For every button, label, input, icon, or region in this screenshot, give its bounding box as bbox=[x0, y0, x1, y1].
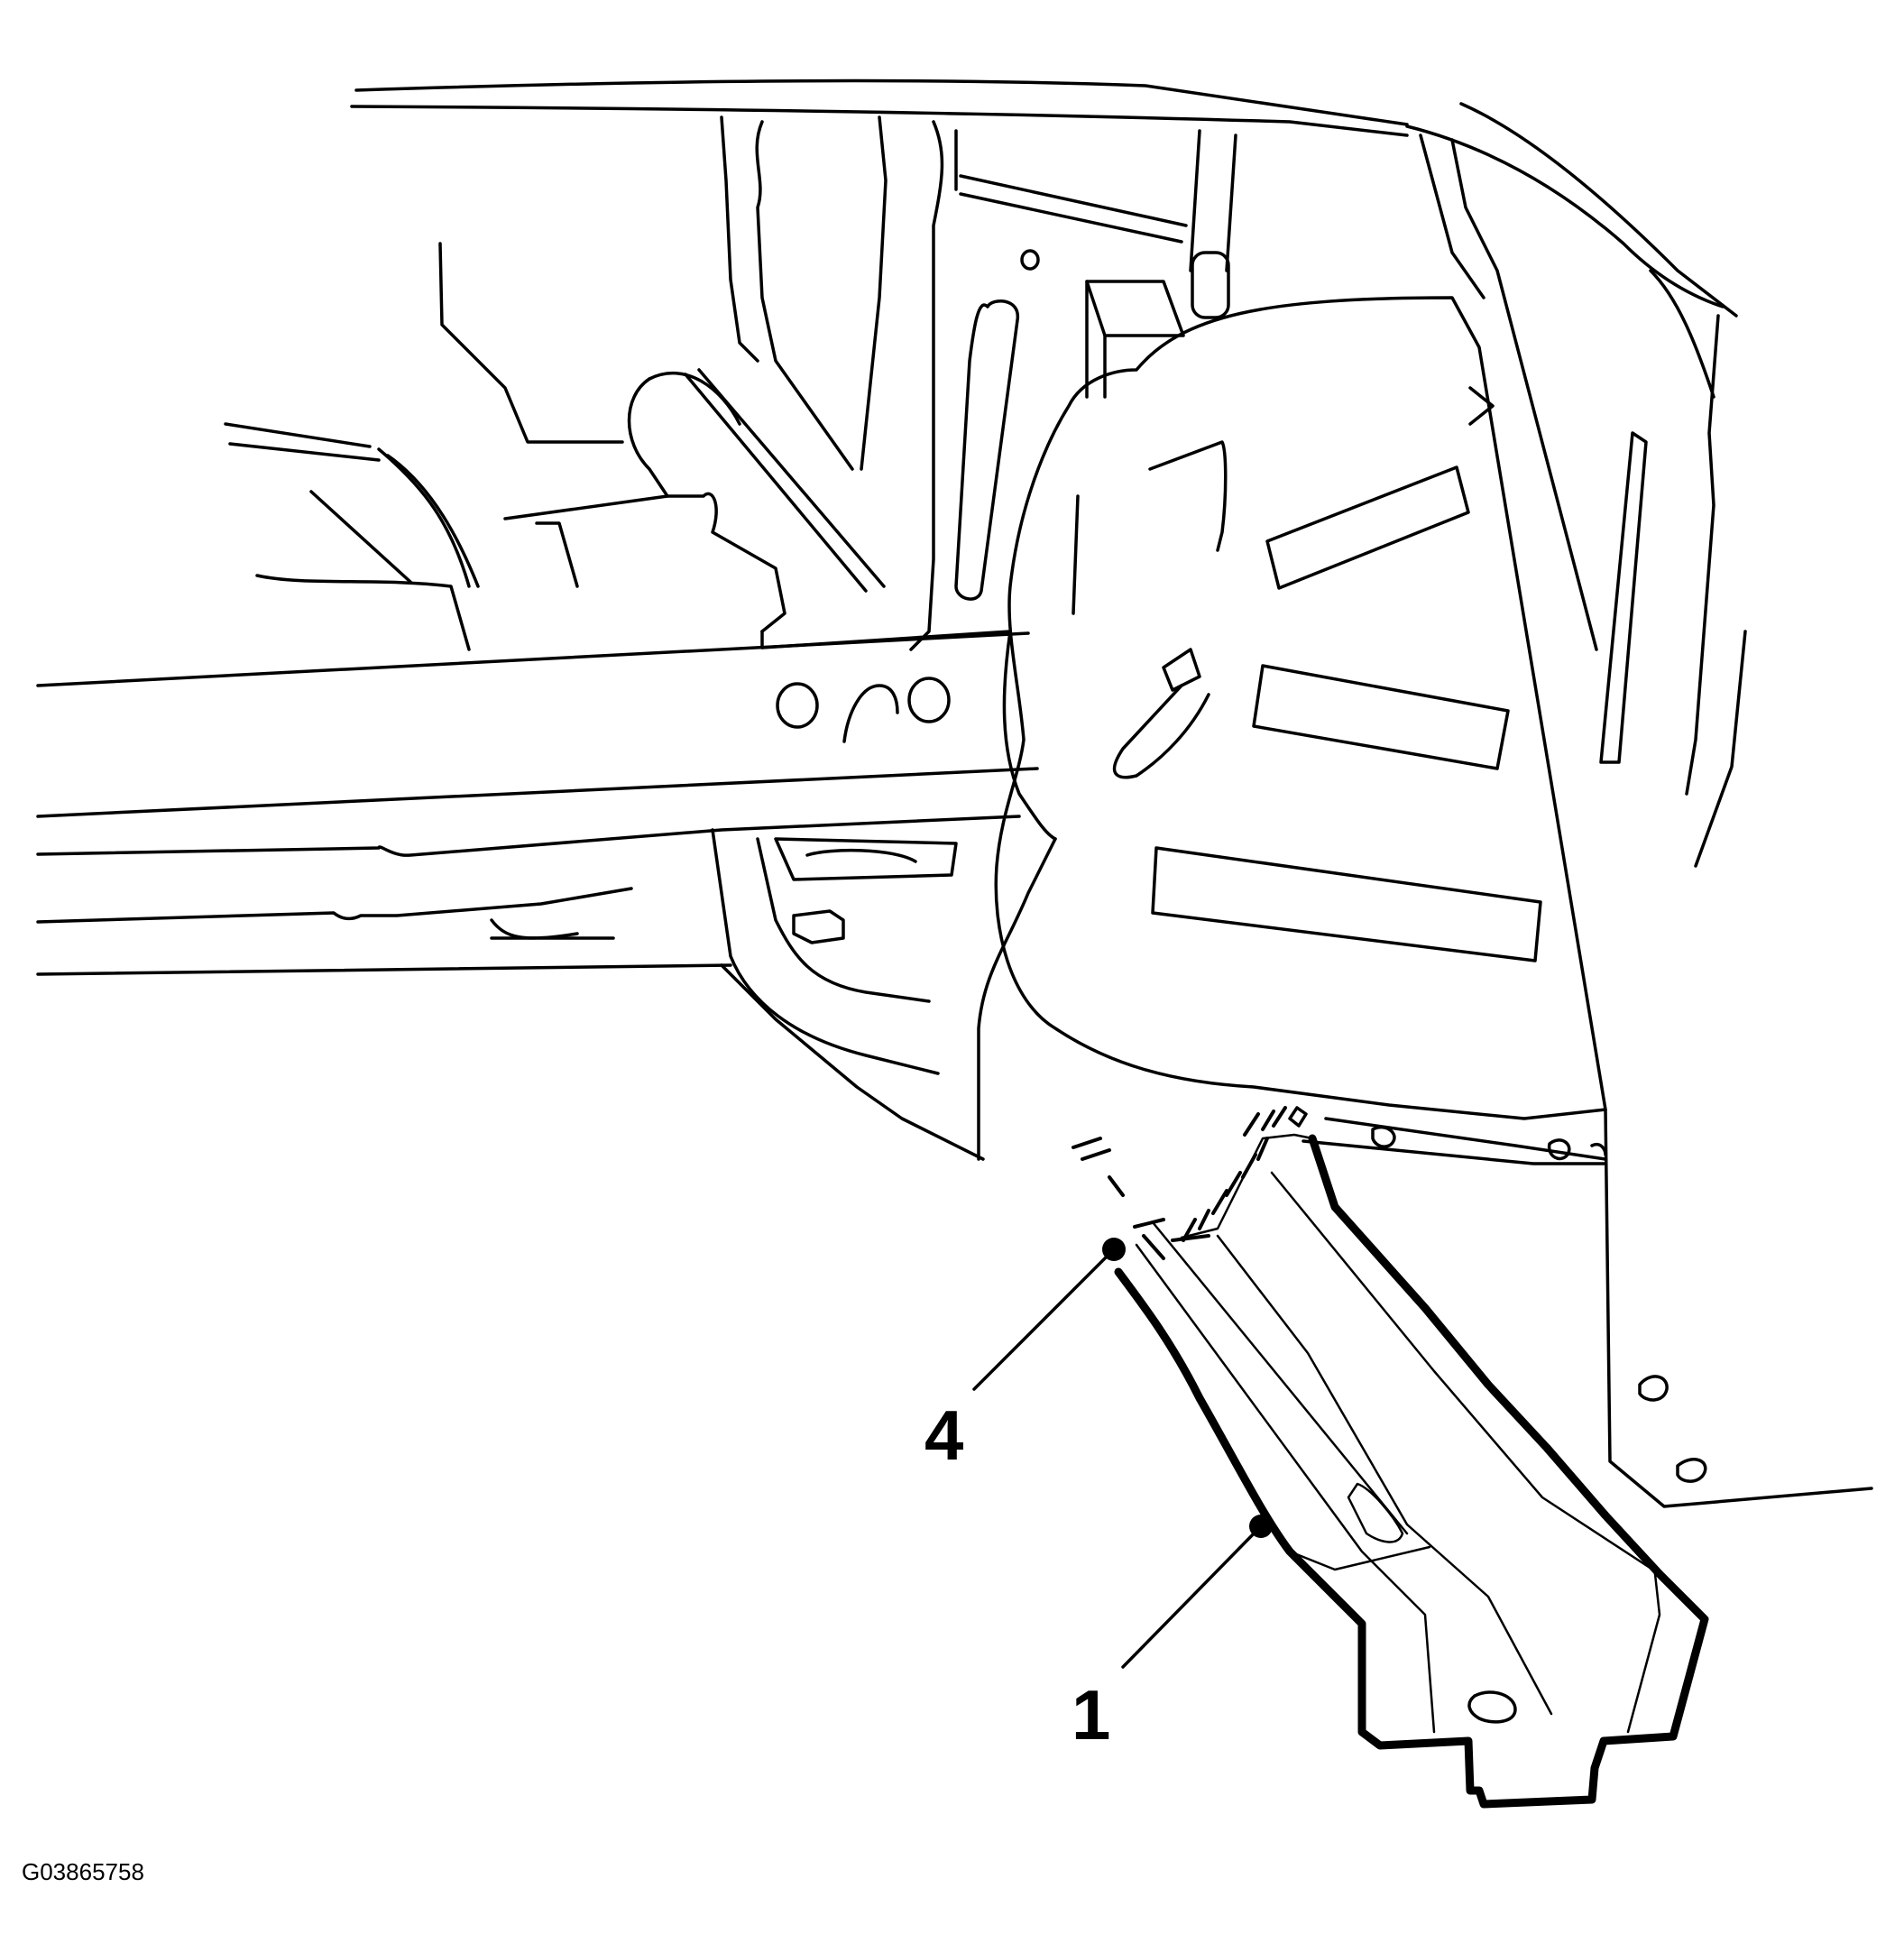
upper-frame-lines bbox=[350, 78, 1747, 868]
crossmember bbox=[36, 630, 1039, 976]
callout-1-number: 1 bbox=[1072, 1675, 1110, 1754]
callout-1-leader bbox=[1121, 1524, 1263, 1669]
background-structures bbox=[224, 242, 886, 651]
callout-1: 1 bbox=[1072, 1515, 1273, 1754]
wheelhouse-panel bbox=[977, 296, 1607, 1161]
callout-4-leader bbox=[972, 1248, 1116, 1391]
upper-pillar bbox=[720, 115, 1237, 651]
callout-4: 4 bbox=[924, 1238, 1126, 1475]
lower-details bbox=[711, 828, 985, 1161]
rail-section bbox=[1114, 1134, 1709, 1809]
callout-4-number: 4 bbox=[924, 1395, 963, 1475]
panel-cutouts bbox=[1151, 431, 1648, 962]
figure-id: G03865758 bbox=[22, 1858, 144, 1885]
weld-marks bbox=[1072, 1106, 1314, 1260]
sill-and-holes bbox=[1288, 1106, 1873, 1508]
